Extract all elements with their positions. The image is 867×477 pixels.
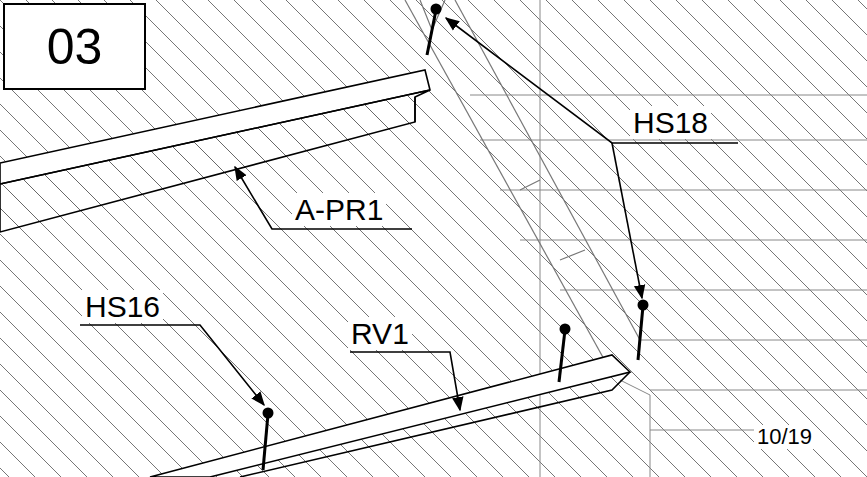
rafter xyxy=(405,0,640,370)
screws xyxy=(263,5,647,470)
leader-lines xyxy=(80,18,738,410)
page-number: 10/19 xyxy=(754,425,815,449)
part-label: RV1 xyxy=(348,317,412,350)
part-label: HS16 xyxy=(82,290,163,323)
log-wall xyxy=(470,0,867,477)
beam-rv1 xyxy=(150,355,630,477)
step-number: 03 xyxy=(47,18,103,76)
part-label: HS18 xyxy=(630,106,711,139)
step-number-box: 03 xyxy=(3,3,146,90)
part-label: A-PR1 xyxy=(292,193,386,226)
beam-a-pr1 xyxy=(0,70,430,232)
